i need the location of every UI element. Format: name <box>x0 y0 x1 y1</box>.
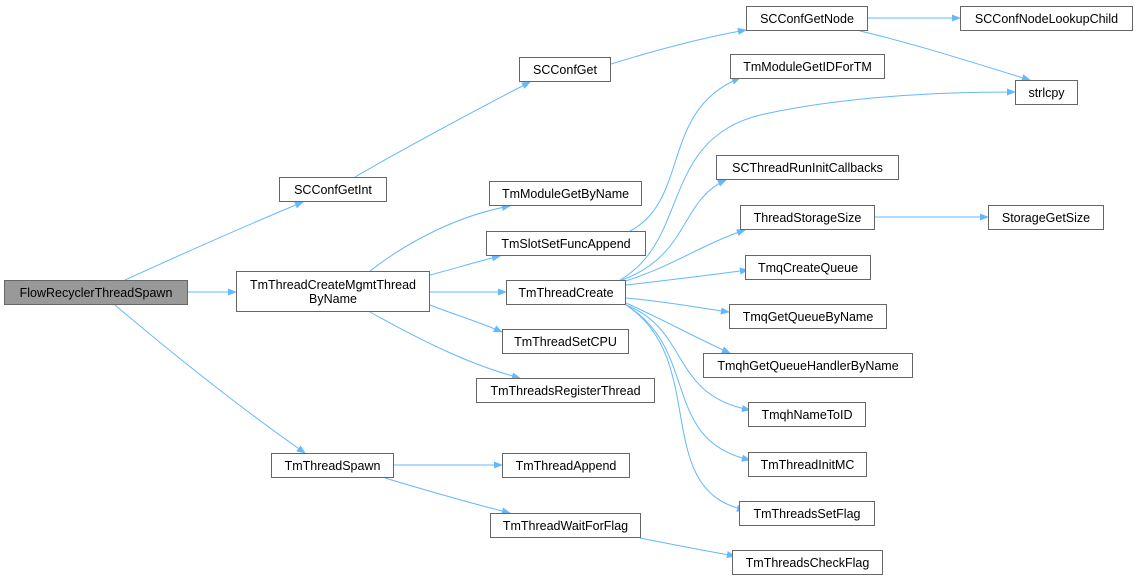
node-flow-recycler-thread-spawn: FlowRecyclerThreadSpawn <box>4 280 188 305</box>
edge-root-to-scconfgetint <box>124 201 304 281</box>
node-tm-thread-create[interactable]: TmThreadCreate <box>506 280 626 305</box>
node-sc-conf-node-lookup-child[interactable]: SCConfNodeLookupChild <box>960 6 1133 31</box>
edge-waitforflag-to-checkflag <box>639 537 736 559</box>
node-sc-conf-get[interactable]: SCConfGet <box>519 57 611 82</box>
edge-threadcreate-to-runinit <box>621 179 727 281</box>
edge-spawn-to-waitforflag <box>384 477 511 515</box>
edge-threadcreate-to-strlcpy <box>619 88 1016 281</box>
node-strlcpy[interactable]: strlcpy <box>1015 80 1078 105</box>
node-tm-thread-init-mc[interactable]: TmThreadInitMC <box>748 452 867 477</box>
node-tm-slot-set-func-append[interactable]: TmSlotSetFuncAppend <box>486 231 646 256</box>
edge-threadcreate-to-setflag <box>625 304 746 512</box>
node-tmqh-get-queue-handler-by-name[interactable]: TmqhGetQueueHandlerByName <box>703 353 913 378</box>
node-thread-storage-size[interactable]: ThreadStorageSize <box>740 205 875 230</box>
node-tm-thread-append[interactable]: TmThreadAppend <box>502 453 630 478</box>
edge-threadcreate-to-handlerbyname <box>625 302 731 354</box>
edge-root-to-spawn <box>114 304 306 454</box>
edge-scconfget-to-scconfgetnode <box>610 27 747 65</box>
edge-threadcreate-to-storagesize <box>621 229 746 283</box>
node-tm-module-get-by-name[interactable]: TmModuleGetByName <box>489 181 642 206</box>
edge-scconfgetnode-to-strlcpy <box>859 30 1031 82</box>
node-tm-threads-register-thread[interactable]: TmThreadsRegisterThread <box>476 378 655 403</box>
edge-mgmt-to-registerthread <box>369 311 521 380</box>
node-tm-thread-set-cpu[interactable]: TmThreadSetCPU <box>502 329 629 354</box>
node-sc-conf-get-node[interactable]: SCConfGetNode <box>746 6 868 31</box>
edge-mgmt-to-slotsetfunc <box>429 254 501 276</box>
node-tm-thread-wait-for-flag[interactable]: TmThreadWaitForFlag <box>490 513 641 538</box>
edge-mgmt-to-getbyname <box>369 203 511 272</box>
edge-slotsetfunc-to-getidfortm <box>629 77 741 232</box>
node-tmq-create-queue[interactable]: TmqCreateQueue <box>745 255 871 280</box>
node-tmqh-name-to-id[interactable]: TmqhNameToID <box>748 402 866 427</box>
node-sc-conf-get-int[interactable]: SCConfGetInt <box>279 177 387 202</box>
edge-threadcreate-to-createqueue <box>625 267 749 286</box>
node-sc-thread-run-init-callbacks[interactable]: SCThreadRunInitCallbacks <box>716 155 899 180</box>
edge-scconfgetint-to-scconfget <box>354 81 531 178</box>
edge-mgmt-to-setcpu <box>429 304 503 333</box>
edge-threadcreate-to-getqueuebyname <box>625 297 730 315</box>
edge-threadcreate-to-nametoid <box>625 304 751 413</box>
node-tm-threads-set-flag[interactable]: TmThreadsSetFlag <box>739 501 875 526</box>
node-tm-thread-create-mgmt-thread-by-name[interactable]: TmThreadCreateMgmtThread ByName <box>236 271 430 312</box>
node-tmq-get-queue-by-name[interactable]: TmqGetQueueByName <box>729 304 887 329</box>
edge-threadcreate-to-initmc <box>625 304 751 462</box>
node-tm-thread-spawn[interactable]: TmThreadSpawn <box>271 453 394 478</box>
node-tm-threads-check-flag[interactable]: TmThreadsCheckFlag <box>732 550 883 575</box>
node-storage-get-size[interactable]: StorageGetSize <box>988 205 1104 230</box>
node-tm-module-get-id-for-tm[interactable]: TmModuleGetIDForTM <box>730 54 885 79</box>
